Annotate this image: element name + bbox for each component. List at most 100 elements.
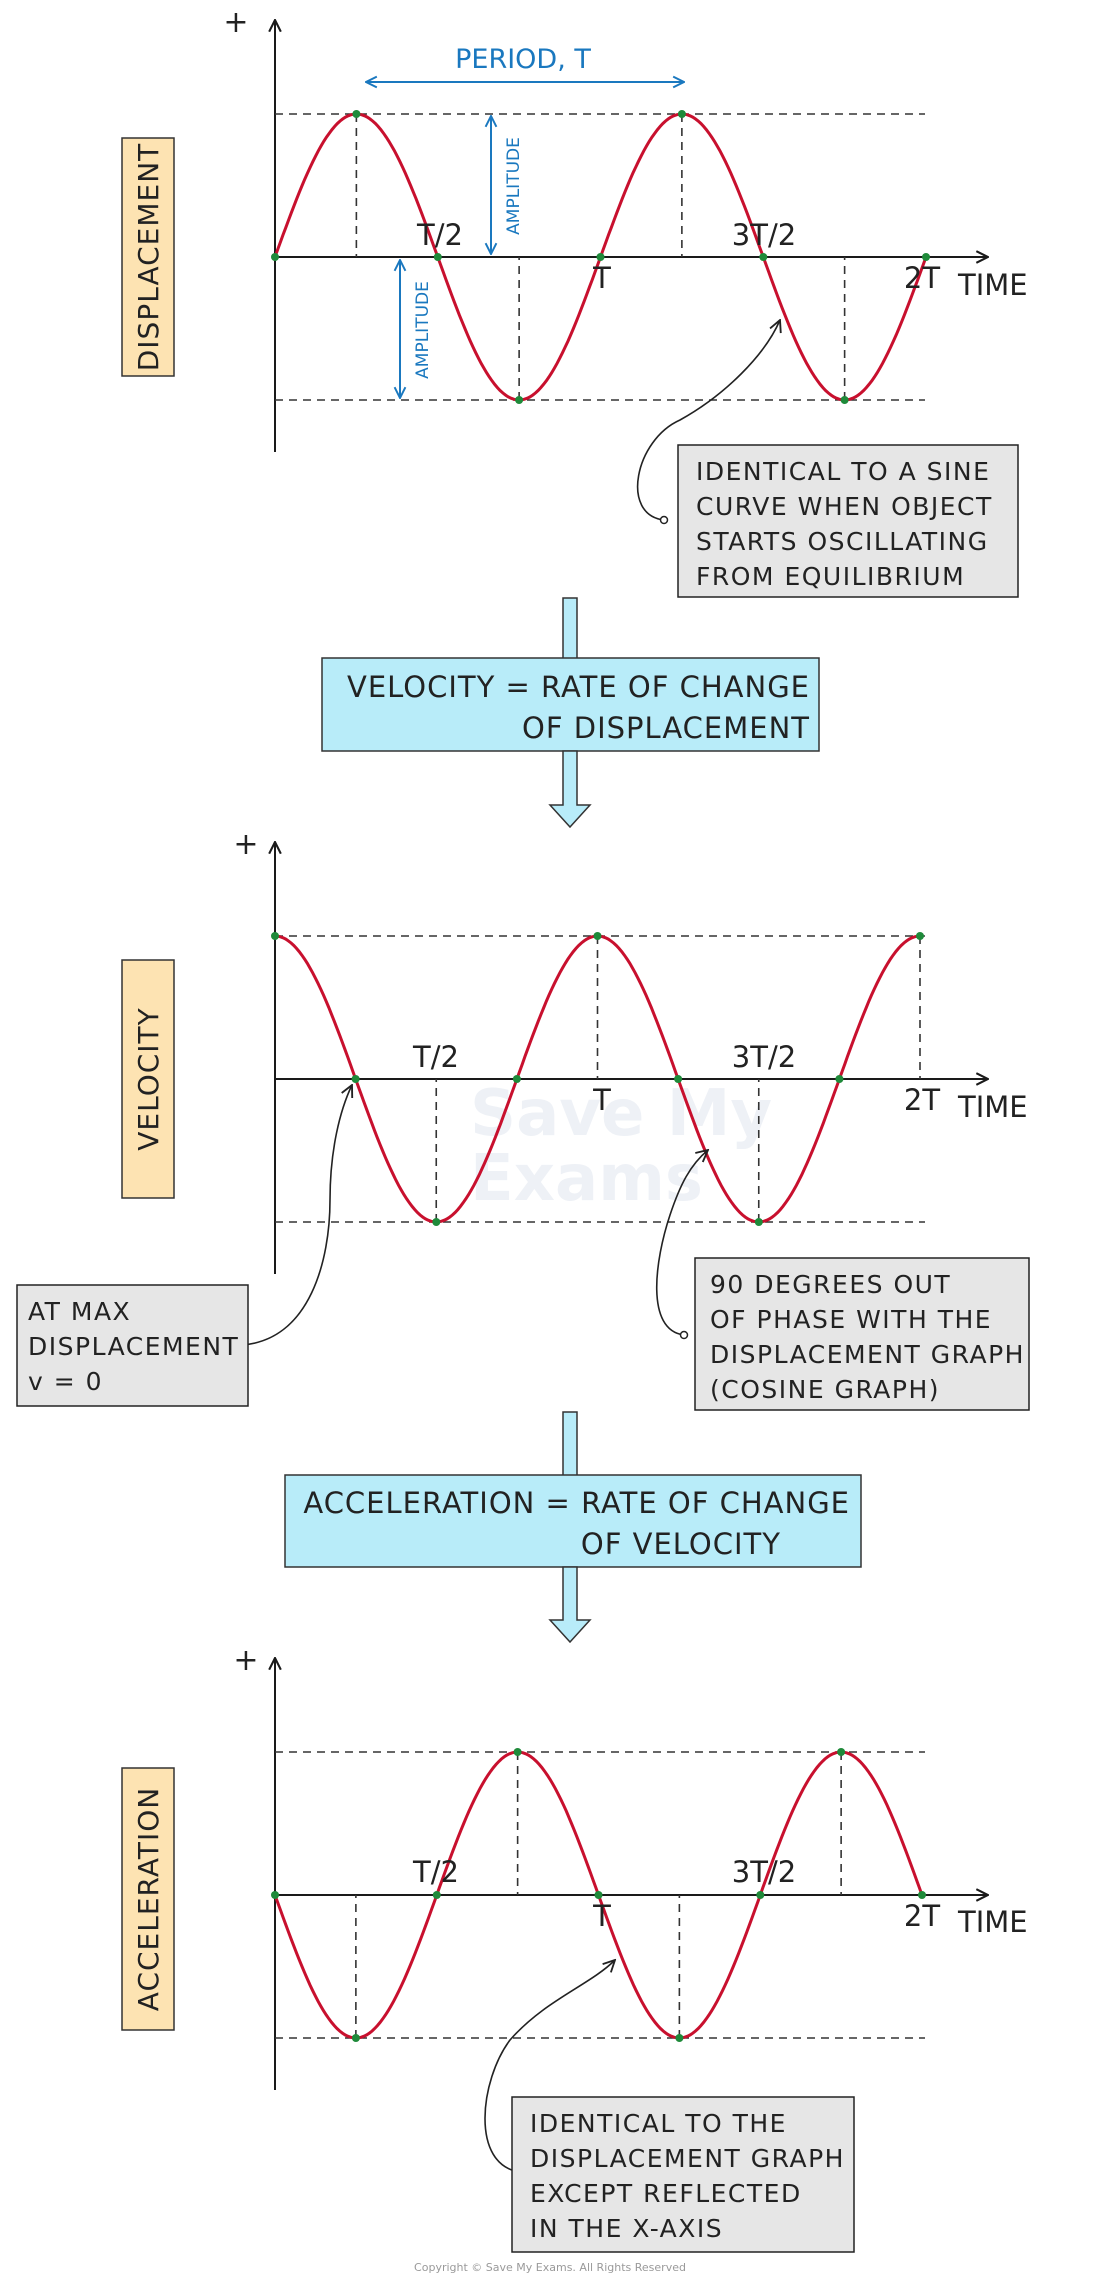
callout-right-line-1: 90 DEGREES OUT: [710, 1270, 951, 1299]
key-point: [835, 1075, 844, 1083]
x-axis-label: TIME: [957, 1905, 1028, 1939]
key-point: [432, 1218, 441, 1226]
key-point: [351, 2034, 360, 2042]
watermark-line-1: Save My: [470, 1077, 772, 1151]
key-point: [433, 253, 442, 261]
tick-label-t-half: T/2: [412, 1040, 459, 1074]
callout-right-anchor-dot: [679, 1330, 689, 1340]
velocity-graph: VELOCITY + T/2 T 3T/2 2T TIME AT MAX DIS…: [16, 827, 1030, 1411]
key-point: [351, 1075, 360, 1083]
callout-line-3: EXCEPT REFLECTED: [530, 2179, 802, 2208]
tick-label-2t: 2T: [904, 1083, 940, 1117]
callout-left-line-2: DISPLACEMENT: [28, 1332, 239, 1361]
down-arrow-icon: [548, 750, 592, 829]
tick-label-t-half: T/2: [412, 1855, 459, 1889]
key-point: [675, 2034, 684, 2042]
key-point: [594, 1891, 603, 1899]
callout-right-line-2: OF PHASE WITH THE: [710, 1305, 992, 1334]
key-point: [759, 253, 768, 261]
key-points: [271, 110, 930, 404]
axis-plus-sign: +: [233, 1643, 258, 1678]
y-label-box: [121, 1767, 175, 2031]
key-point: [754, 1218, 763, 1226]
x-axis-label: TIME: [957, 268, 1028, 302]
tick-label-3t-half: 3T/2: [732, 1855, 796, 1889]
key-point: [922, 253, 930, 261]
key-point: [593, 932, 602, 940]
tick-label-t: T: [592, 1083, 611, 1117]
guide-lines: [275, 113, 925, 401]
tick-label-t-half: T/2: [416, 218, 463, 252]
callout-box: [677, 444, 1019, 598]
callout-line-1: IDENTICAL TO A SINE: [696, 457, 990, 486]
tick-label-3t-half: 3T/2: [732, 1040, 796, 1074]
step-box: [321, 657, 820, 752]
key-point: [271, 1891, 279, 1899]
callout-anchor-dot: [659, 515, 669, 525]
period-label: PERIOD, T: [455, 44, 591, 75]
callout-left-box: [16, 1284, 249, 1407]
key-point: [515, 396, 524, 404]
step-box: [284, 1474, 862, 1568]
key-point: [512, 1075, 521, 1083]
callout-pointer: [636, 320, 780, 521]
callout-line-1: IDENTICAL TO THE: [530, 2109, 787, 2138]
step-velocity: VELOCITY = RATE OF CHANGE OF DISPLACEMEN…: [321, 597, 820, 829]
y-axis-label: ACCELERATION: [132, 1787, 165, 2011]
key-point: [271, 253, 279, 261]
watermark: Save My Exams: [470, 1077, 772, 1216]
key-point: [674, 1075, 683, 1083]
callout-right-pointer: [655, 1150, 708, 1336]
axis-plus-sign: +: [223, 5, 248, 40]
callout-box: [511, 2096, 855, 2253]
key-point: [677, 110, 686, 118]
key-points: [271, 1748, 926, 2042]
down-arrow-icon: [548, 1566, 592, 1644]
callout-left-line-1: AT MAX: [28, 1297, 131, 1326]
key-point: [840, 396, 849, 404]
x-axis-label: TIME: [957, 1090, 1028, 1124]
y-axis-label: DISPLACEMENT: [132, 143, 165, 372]
axis-plus-sign: +: [233, 827, 258, 862]
callout-line-4: IN THE X-AXIS: [530, 2214, 723, 2243]
step-line-1: ACCELERATION = RATE OF CHANGE: [303, 1486, 850, 1520]
step-acceleration: ACCELERATION = RATE OF CHANGE OF VELOCIT…: [284, 1411, 862, 1644]
y-axis-label: VELOCITY: [132, 1007, 165, 1151]
callout-left-line-3: v = 0: [28, 1367, 103, 1396]
callout-line-2: DISPLACEMENT GRAPH: [530, 2144, 845, 2173]
callout-line-2: CURVE WHEN OBJECT: [696, 492, 993, 521]
key-points: [271, 932, 924, 1226]
copyright-notice: Copyright © Save My Exams. All Rights Re…: [414, 2261, 686, 2274]
key-point: [918, 1891, 926, 1899]
key-point: [352, 110, 361, 118]
key-point: [596, 253, 605, 261]
watermark-line-2: Exams: [470, 1142, 703, 1216]
displacement-graph: DISPLACEMENT + T/2 T 3T/2 2T TIME PERIOD…: [121, 5, 1028, 598]
key-point: [916, 932, 924, 940]
tick-label-2t: 2T: [904, 261, 940, 295]
step-line-2: OF VELOCITY: [581, 1527, 781, 1561]
callout-right-line-4: (COSINE GRAPH): [710, 1375, 940, 1404]
acceleration-graph: ACCELERATION + T/2 T 3T/2 2T TIME IDENTI…: [121, 1643, 1028, 2253]
tick-label-t: T: [592, 1899, 611, 1933]
tick-label-t: T: [592, 261, 611, 295]
step-line-1: VELOCITY = RATE OF CHANGE: [347, 670, 810, 704]
step-line-2: OF DISPLACEMENT: [522, 711, 810, 745]
callout-pointer: [484, 1960, 615, 2173]
amplitude-label-lower: AMPLITUDE: [413, 281, 433, 379]
tick-label-2t: 2T: [904, 1899, 940, 1933]
key-point: [837, 1748, 846, 1756]
tick-label-3t-half: 3T/2: [732, 218, 796, 252]
callout-line-4: FROM EQUILIBRIUM: [696, 562, 965, 591]
key-point: [756, 1891, 765, 1899]
guide-lines: [275, 1751, 925, 2039]
callout-line-3: STARTS OSCILLATING: [696, 527, 989, 556]
y-label-box: [121, 959, 175, 1199]
amplitude-label-upper: AMPLITUDE: [504, 137, 524, 235]
key-point: [513, 1748, 522, 1756]
y-label-box: [121, 137, 175, 377]
key-point: [432, 1891, 441, 1899]
callout-right-line-3: DISPLACEMENT GRAPH: [710, 1340, 1025, 1369]
key-point: [271, 932, 279, 940]
